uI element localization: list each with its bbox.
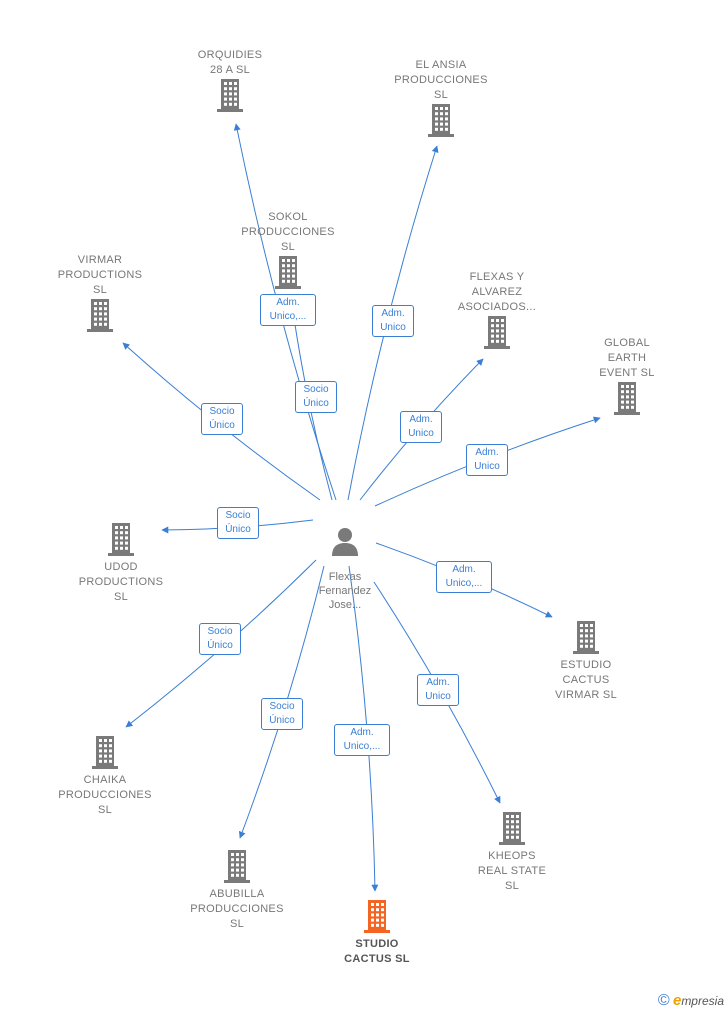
company-node-sokol[interactable]: SOKOL PRODUCCIONES SL: [223, 210, 353, 289]
company-name: ABUBILLA PRODUCCIONES SL: [190, 888, 284, 930]
company-name: KHEOPS REAL STATE SL: [477, 850, 547, 892]
company-node-udod[interactable]: UDOD PRODUCTIONS SL: [56, 522, 186, 605]
company-node-abubilla[interactable]: ABUBILLA PRODUCCIONES SL: [172, 849, 302, 932]
building-icon: [108, 523, 134, 556]
building-icon: [92, 736, 118, 769]
company-node-flexas-alvarez[interactable]: FLEXAS Y ALVAREZ ASOCIADOS...: [432, 270, 562, 349]
company-name: GLOBAL EARTH EVENT SL: [599, 337, 655, 379]
brand-logo-e: e: [672, 992, 682, 1009]
company-name: ORQUIDIES 28 A SL: [197, 49, 263, 76]
company-name: STUDIO CACTUS SL: [344, 938, 410, 965]
edge-label-flexas-alvarez[interactable]: Adm. Unico: [400, 411, 442, 443]
company-node-virmar[interactable]: VIRMAR PRODUCTIONS SL: [35, 253, 165, 332]
center-person[interactable]: Flexas Fernandez Jose...: [300, 512, 390, 626]
edge-label-sokol[interactable]: Socio Único: [295, 381, 337, 413]
building-icon: [217, 79, 243, 112]
brand-footer: © empresia: [658, 992, 724, 1010]
person-icon: [332, 528, 358, 556]
company-name: SOKOL PRODUCCIONES SL: [241, 211, 335, 253]
company-node-studio-cactus[interactable]: STUDIO CACTUS SL: [312, 899, 442, 967]
edge-label-orquidies[interactable]: Adm. Unico,...: [260, 294, 316, 326]
edge-label-kheops[interactable]: Adm. Unico: [417, 674, 459, 706]
edge-label-abubilla[interactable]: Socio Único: [261, 698, 303, 730]
company-node-orquidies[interactable]: ORQUIDIES 28 A SL: [165, 48, 295, 112]
center-person-label: Flexas Fernandez Jose...: [318, 571, 372, 611]
company-node-estudio-cactus[interactable]: ESTUDIO CACTUS VIRMAR SL: [521, 620, 651, 703]
company-name: FLEXAS Y ALVAREZ ASOCIADOS...: [457, 271, 537, 313]
building-icon: [428, 104, 454, 137]
edge-label-global-earth[interactable]: Adm. Unico: [466, 444, 508, 476]
edge-label-estudio-cactus[interactable]: Adm. Unico,...: [436, 561, 492, 593]
edge-label-udod[interactable]: Socio Único: [217, 507, 259, 539]
copyright-icon: ©: [657, 992, 670, 1009]
company-name: UDOD PRODUCTIONS SL: [78, 561, 164, 603]
edge-label-el-ansia[interactable]: Adm. Unico: [372, 305, 414, 337]
edge-label-virmar[interactable]: Socio Único: [201, 403, 243, 435]
company-name: ESTUDIO CACTUS VIRMAR SL: [555, 659, 617, 701]
edge-label-studio-cactus[interactable]: Adm. Unico,...: [334, 724, 390, 756]
company-node-global-earth[interactable]: GLOBAL EARTH EVENT SL: [562, 336, 692, 415]
company-name: CHAIKA PRODUCCIONES SL: [58, 774, 152, 816]
building-icon: [87, 299, 113, 332]
building-icon: [499, 812, 525, 845]
building-icon: [614, 382, 640, 415]
company-node-el-ansia[interactable]: EL ANSIA PRODUCCIONES SL: [376, 58, 506, 137]
building-icon: [275, 256, 301, 289]
company-node-kheops[interactable]: KHEOPS REAL STATE SL: [447, 811, 577, 894]
building-icon: [364, 900, 390, 933]
brand-logo-text: mpresia: [681, 994, 724, 1008]
company-name: EL ANSIA PRODUCCIONES SL: [394, 59, 488, 101]
building-icon: [573, 621, 599, 654]
company-node-chaika[interactable]: CHAIKA PRODUCCIONES SL: [40, 735, 170, 818]
company-name: VIRMAR PRODUCTIONS SL: [57, 254, 143, 296]
building-icon: [224, 850, 250, 883]
edge-label-chaika[interactable]: Socio Único: [199, 623, 241, 655]
building-icon: [484, 316, 510, 349]
